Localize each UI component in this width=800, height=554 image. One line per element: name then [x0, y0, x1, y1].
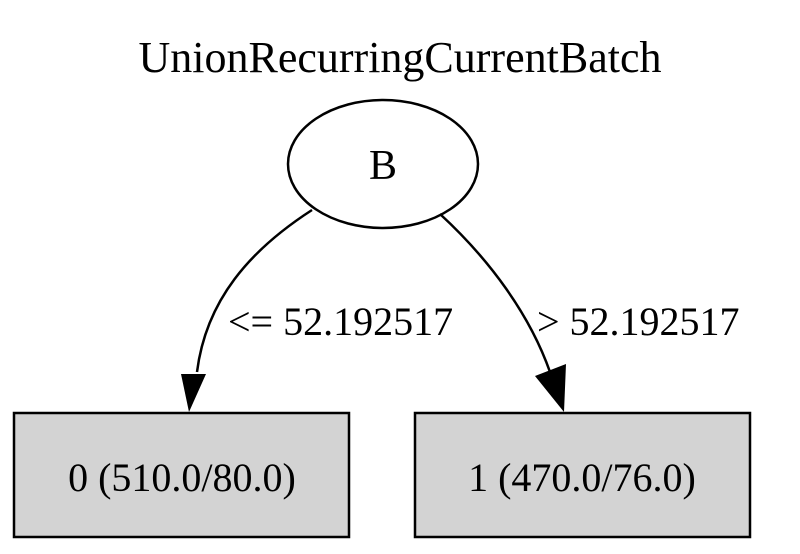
edge-left-label: <= 52.192517 — [228, 299, 453, 344]
leaf-node-left-box — [12, 411, 351, 539]
leaf-node-right: 1 (470.0/76.0) — [413, 411, 752, 539]
edge-left-arrowhead — [181, 374, 206, 412]
root-node-label: B — [369, 143, 397, 189]
edge-right-line — [439, 213, 552, 373]
edge-right: > 52.192517 — [439, 213, 740, 412]
root-node: B — [286, 98, 480, 230]
edge-left: <= 52.192517 — [181, 208, 453, 412]
leaf-node-right-box — [413, 411, 752, 539]
leaf-node-left: 0 (510.0/80.0) — [12, 411, 351, 539]
root-node-ellipse — [286, 98, 480, 230]
edge-left-line — [195, 208, 313, 373]
leaf-node-right-label: 1 (470.0/76.0) — [468, 455, 696, 500]
edge-right-arrowhead — [535, 364, 566, 412]
leaf-node-left-label: 0 (510.0/80.0) — [68, 455, 296, 500]
diagram-title: UnionRecurringCurrentBatch — [139, 33, 662, 82]
edge-right-label: > 52.192517 — [537, 299, 740, 344]
